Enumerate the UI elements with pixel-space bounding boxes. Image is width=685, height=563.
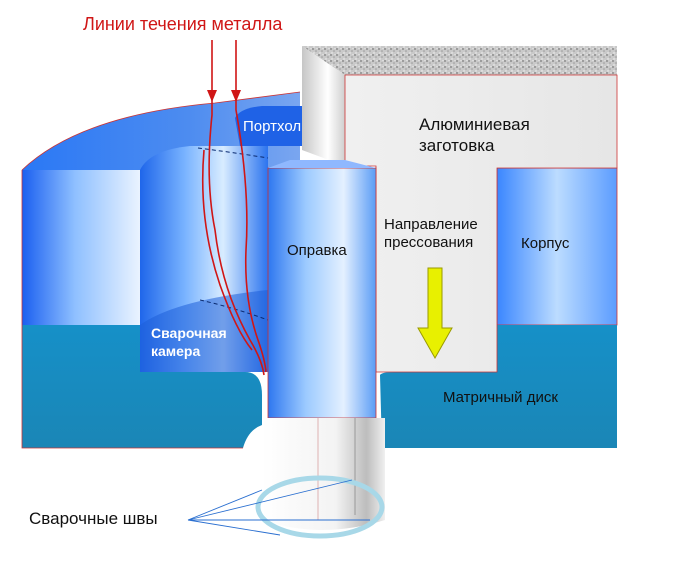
housing-face <box>497 168 617 325</box>
die-disc-label: Матричный диск <box>443 389 558 406</box>
billet-top <box>302 46 617 75</box>
weld-seam-pointers <box>187 479 370 536</box>
billet-label-line2: заготовка <box>419 136 495 155</box>
weld-seams-label: Сварочные швы <box>29 509 158 528</box>
die-disc <box>22 325 262 448</box>
flow-arrow-right <box>231 90 241 102</box>
flow-arrow-left <box>207 90 217 102</box>
mandrel-label: Оправка <box>287 242 347 259</box>
housing-label: Корпус <box>521 235 570 252</box>
pressing-direction-arrow <box>417 267 453 360</box>
chamber-label-line1: Сварочная <box>151 325 227 341</box>
diagram-title: Линии течения металла <box>83 14 283 34</box>
porthole-label: Портхол <box>243 118 302 135</box>
extruded-profile <box>262 418 385 530</box>
metal-flow-lines <box>201 40 267 376</box>
mandrel <box>267 167 377 419</box>
weld-seam-ring <box>255 475 385 539</box>
billet-label-line1: Алюминиевая <box>419 115 530 134</box>
direction-label-line1: Направление <box>384 216 478 233</box>
chamber-label-line2: камера <box>151 343 201 359</box>
die-body-left <box>22 170 140 325</box>
direction-label-line2: прессования <box>384 234 474 251</box>
porthole-recess <box>235 106 305 146</box>
